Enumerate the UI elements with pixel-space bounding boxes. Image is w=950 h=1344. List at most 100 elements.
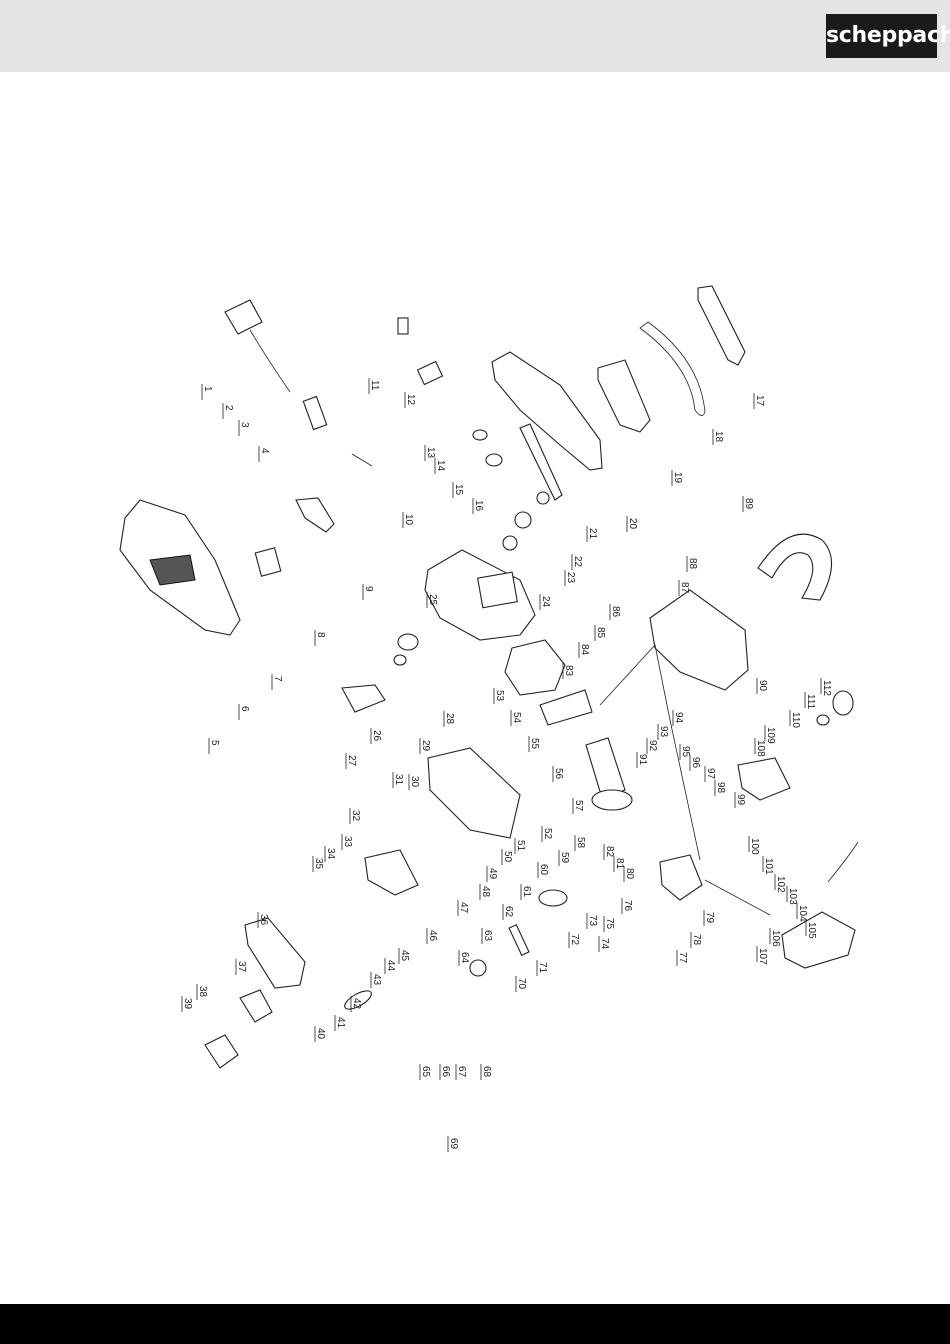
part-label-61: 61 bbox=[521, 886, 532, 898]
part-label-66: 66 bbox=[440, 1066, 451, 1078]
part-label-32: 32 bbox=[350, 810, 361, 822]
part-label-49: 49 bbox=[487, 868, 498, 880]
part-label-95: 95 bbox=[680, 746, 691, 758]
part-label-6: 6 bbox=[239, 706, 250, 712]
part-label-37: 37 bbox=[236, 961, 247, 973]
header-bar bbox=[0, 0, 950, 72]
part-label-93: 93 bbox=[658, 726, 669, 738]
part-label-15: 15 bbox=[453, 484, 464, 496]
part-label-13: 13 bbox=[425, 447, 436, 459]
part-label-7: 7 bbox=[272, 676, 283, 682]
part-label-90: 90 bbox=[757, 680, 768, 692]
part-label-52: 52 bbox=[542, 828, 553, 840]
part-label-100: 100 bbox=[749, 838, 760, 855]
part-label-50: 50 bbox=[502, 851, 513, 863]
part-label-28: 28 bbox=[444, 713, 455, 725]
part-label-18: 18 bbox=[713, 431, 724, 443]
part-label-8: 8 bbox=[315, 632, 326, 638]
part-label-74: 74 bbox=[599, 938, 610, 950]
component-shapes bbox=[119, 285, 859, 1069]
part-label-19: 19 bbox=[672, 472, 683, 484]
part-label-27: 27 bbox=[346, 755, 357, 767]
part-label-47: 47 bbox=[458, 902, 469, 914]
part-label-76: 76 bbox=[622, 900, 633, 912]
part-label-107: 107 bbox=[757, 948, 768, 965]
part-label-29: 29 bbox=[420, 740, 431, 752]
part-label-79: 79 bbox=[704, 912, 715, 924]
part-label-102: 102 bbox=[775, 876, 786, 893]
part-label-101: 101 bbox=[763, 858, 774, 875]
part-label-96: 96 bbox=[690, 757, 701, 769]
part-label-43: 43 bbox=[371, 974, 382, 986]
part-label-21: 21 bbox=[587, 528, 598, 540]
part-label-112: 112 bbox=[821, 680, 832, 696]
part-label-104: 104 bbox=[797, 905, 808, 922]
part-label-31: 31 bbox=[393, 774, 404, 786]
part-label-56: 56 bbox=[553, 768, 564, 780]
part-label-78: 78 bbox=[691, 934, 702, 946]
part-label-111: 111 bbox=[805, 694, 816, 710]
part-label-25: 25 bbox=[427, 594, 438, 606]
part-label-22: 22 bbox=[572, 556, 583, 568]
part-label-89: 89 bbox=[743, 498, 754, 510]
part-label-14: 14 bbox=[435, 460, 446, 472]
part-label-35: 35 bbox=[313, 858, 324, 870]
part-label-2: 2 bbox=[223, 405, 234, 411]
part-label-65: 65 bbox=[420, 1066, 431, 1078]
part-label-24: 24 bbox=[540, 596, 551, 608]
part-label-51: 51 bbox=[515, 840, 526, 852]
part-label-80: 80 bbox=[624, 868, 635, 880]
part-label-81: 81 bbox=[614, 858, 625, 870]
part-label-16: 16 bbox=[473, 500, 484, 512]
part-label-5: 5 bbox=[209, 740, 220, 746]
part-label-30: 30 bbox=[409, 776, 420, 788]
part-label-97: 97 bbox=[705, 768, 716, 780]
part-label-36: 36 bbox=[258, 914, 269, 926]
part-label-44: 44 bbox=[385, 960, 396, 972]
part-label-26: 26 bbox=[371, 730, 382, 742]
part-label-77: 77 bbox=[677, 952, 688, 964]
part-label-3: 3 bbox=[239, 422, 250, 428]
part-label-99: 99 bbox=[735, 794, 746, 806]
part-label-4: 4 bbox=[259, 448, 270, 454]
part-number-labels: 1234567891011121314151617181920212223242… bbox=[181, 378, 832, 1152]
brand-logo: scheppach bbox=[826, 14, 950, 58]
part-label-41: 41 bbox=[335, 1017, 346, 1029]
part-label-109: 109 bbox=[765, 727, 776, 744]
part-label-98: 98 bbox=[715, 782, 726, 794]
part-label-91: 91 bbox=[637, 754, 648, 766]
part-label-88: 88 bbox=[687, 558, 698, 570]
part-label-1: 1 bbox=[202, 386, 213, 392]
part-label-53: 53 bbox=[494, 690, 505, 702]
part-label-106: 106 bbox=[770, 930, 781, 947]
part-label-67: 67 bbox=[456, 1066, 467, 1078]
part-label-58: 58 bbox=[575, 837, 586, 849]
part-label-86: 86 bbox=[610, 606, 621, 618]
part-label-84: 84 bbox=[579, 644, 590, 656]
part-label-9: 9 bbox=[363, 586, 374, 592]
part-label-60: 60 bbox=[538, 864, 549, 876]
part-label-110: 110 bbox=[790, 712, 801, 728]
part-label-62: 62 bbox=[503, 906, 514, 918]
part-label-46: 46 bbox=[427, 930, 438, 942]
part-label-69: 69 bbox=[448, 1138, 459, 1150]
part-label-72: 72 bbox=[569, 934, 580, 946]
part-label-64: 64 bbox=[459, 952, 470, 964]
part-label-10: 10 bbox=[403, 514, 414, 526]
part-label-54: 54 bbox=[511, 712, 522, 724]
part-label-75: 75 bbox=[604, 918, 615, 930]
part-label-57: 57 bbox=[573, 800, 584, 812]
part-label-42: 42 bbox=[351, 998, 362, 1010]
part-label-11: 11 bbox=[369, 380, 380, 391]
part-label-108: 108 bbox=[755, 740, 766, 757]
part-label-70: 70 bbox=[516, 978, 527, 990]
part-label-59: 59 bbox=[559, 852, 570, 864]
part-label-55: 55 bbox=[529, 738, 540, 750]
part-label-73: 73 bbox=[587, 915, 598, 927]
part-label-40: 40 bbox=[315, 1028, 326, 1040]
part-label-12: 12 bbox=[405, 394, 416, 406]
part-label-103: 103 bbox=[787, 888, 798, 905]
part-label-71: 71 bbox=[537, 962, 548, 974]
part-label-39: 39 bbox=[182, 998, 193, 1010]
